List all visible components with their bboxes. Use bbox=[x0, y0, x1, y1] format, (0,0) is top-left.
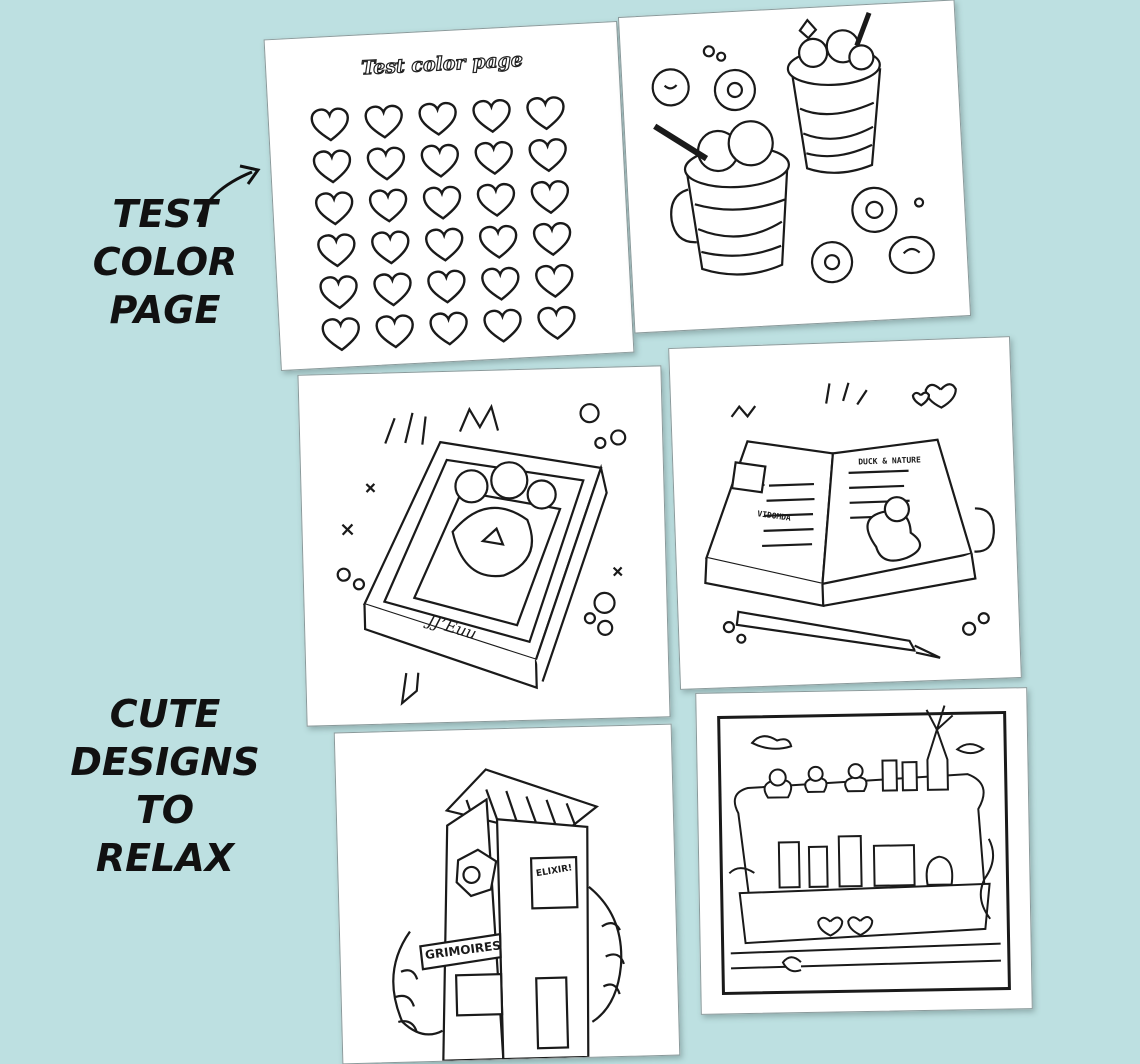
heart-outline-icon bbox=[364, 145, 408, 183]
magic-book-illustration: JJ’Euu bbox=[336, 403, 627, 706]
label-line: DESIGNS TO bbox=[70, 740, 260, 832]
open-book-illustration: VIDOMDA DUCK & NATURE bbox=[704, 382, 995, 659]
dessert-illustration bbox=[651, 12, 935, 284]
heart-outline-icon bbox=[313, 190, 357, 228]
heart-outline-icon bbox=[526, 137, 570, 175]
heart-outline-icon bbox=[533, 263, 577, 301]
potion-shelf-illustration bbox=[717, 705, 1011, 996]
heart-outline-icon bbox=[477, 223, 521, 261]
label-line: RELAX bbox=[95, 836, 235, 880]
cute-designs-label: CUTE DESIGNS TO RELAX bbox=[40, 690, 290, 882]
heart-outline-icon bbox=[474, 181, 518, 219]
heart-grid bbox=[308, 94, 591, 360]
grimoire-shop-page-card[interactable]: GRIMOIRES ELIXIR! bbox=[333, 723, 681, 1064]
label-line: CUTE bbox=[109, 692, 221, 736]
test-page-title: Test color page bbox=[360, 48, 524, 80]
heart-outline-icon bbox=[418, 142, 462, 180]
heart-outline-icon bbox=[373, 313, 417, 351]
heart-outline-icon bbox=[362, 103, 406, 141]
arrow-icon bbox=[196, 164, 261, 223]
heart-outline-icon bbox=[427, 310, 471, 348]
heart-outline-icon bbox=[479, 265, 523, 303]
test-color-page-label: TEST COLOR PAGE bbox=[60, 190, 270, 334]
label-line: COLOR bbox=[92, 240, 238, 284]
potion-shelf-page-card[interactable] bbox=[695, 687, 1033, 1015]
magic-book-page-card[interactable]: JJ’Euu bbox=[297, 365, 671, 727]
heart-outline-icon bbox=[470, 98, 514, 136]
heart-outline-icon bbox=[315, 232, 359, 270]
heart-outline-icon bbox=[367, 187, 411, 225]
heart-outline-icon bbox=[310, 148, 354, 186]
shop-house-illustration: GRIMOIRES ELIXIR! bbox=[392, 768, 625, 1062]
label-line: PAGE bbox=[109, 288, 221, 332]
heart-outline-icon bbox=[423, 226, 467, 264]
heart-outline-icon bbox=[481, 307, 525, 345]
test-color-page-card[interactable]: Test color page bbox=[263, 20, 635, 372]
open-book-right-tag: DUCK & NATURE bbox=[858, 455, 921, 466]
heart-outline-icon bbox=[420, 184, 464, 222]
heart-outline-icon bbox=[531, 221, 575, 259]
heart-outline-icon bbox=[308, 106, 352, 144]
heart-outline-icon bbox=[535, 304, 579, 342]
heart-outline-icon bbox=[369, 229, 413, 267]
heart-outline-icon bbox=[319, 316, 363, 354]
heart-outline-icon bbox=[524, 95, 568, 133]
heart-outline-icon bbox=[371, 271, 415, 309]
heart-outline-icon bbox=[472, 140, 516, 178]
heart-outline-icon bbox=[317, 274, 361, 312]
open-book-page-card[interactable]: VIDOMDA DUCK & NATURE bbox=[668, 336, 1022, 690]
heart-outline-icon bbox=[528, 179, 572, 217]
dessert-page-card[interactable] bbox=[617, 0, 972, 334]
heart-outline-icon bbox=[416, 100, 460, 138]
heart-outline-icon bbox=[425, 268, 469, 306]
